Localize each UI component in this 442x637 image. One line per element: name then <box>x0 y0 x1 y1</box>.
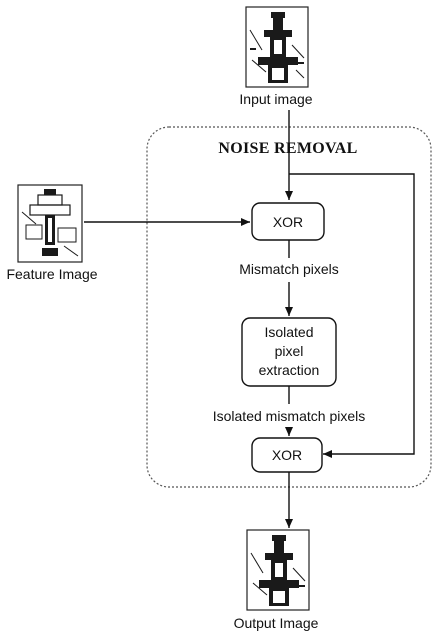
output-image-thumbnail <box>246 529 310 611</box>
feature-image-label: Feature Image <box>6 266 97 282</box>
xor-top-label: XOR <box>273 214 303 230</box>
output-image-label: Output Image <box>234 615 319 631</box>
feature-image-thumbnail <box>17 184 83 263</box>
isolated-line2: pixel <box>275 343 304 359</box>
xor-bottom-node <box>251 437 323 473</box>
isolated-mismatch-pixels-label: Isolated mismatch pixels <box>213 408 366 424</box>
isolated-line3: extraction <box>259 362 320 378</box>
isolated-pixel-extraction-node <box>241 317 337 387</box>
input-image-label: Input image <box>239 91 312 107</box>
isolated-line1: Isolated <box>264 324 313 340</box>
input-image-thumbnail <box>245 6 309 88</box>
group-title: NOISE REMOVAL <box>218 140 357 157</box>
mismatch-pixels-label: Mismatch pixels <box>239 261 339 277</box>
xor-bottom-label: XOR <box>272 447 302 463</box>
edge-input-bypass <box>289 173 415 458</box>
xor-top-node <box>251 202 325 241</box>
